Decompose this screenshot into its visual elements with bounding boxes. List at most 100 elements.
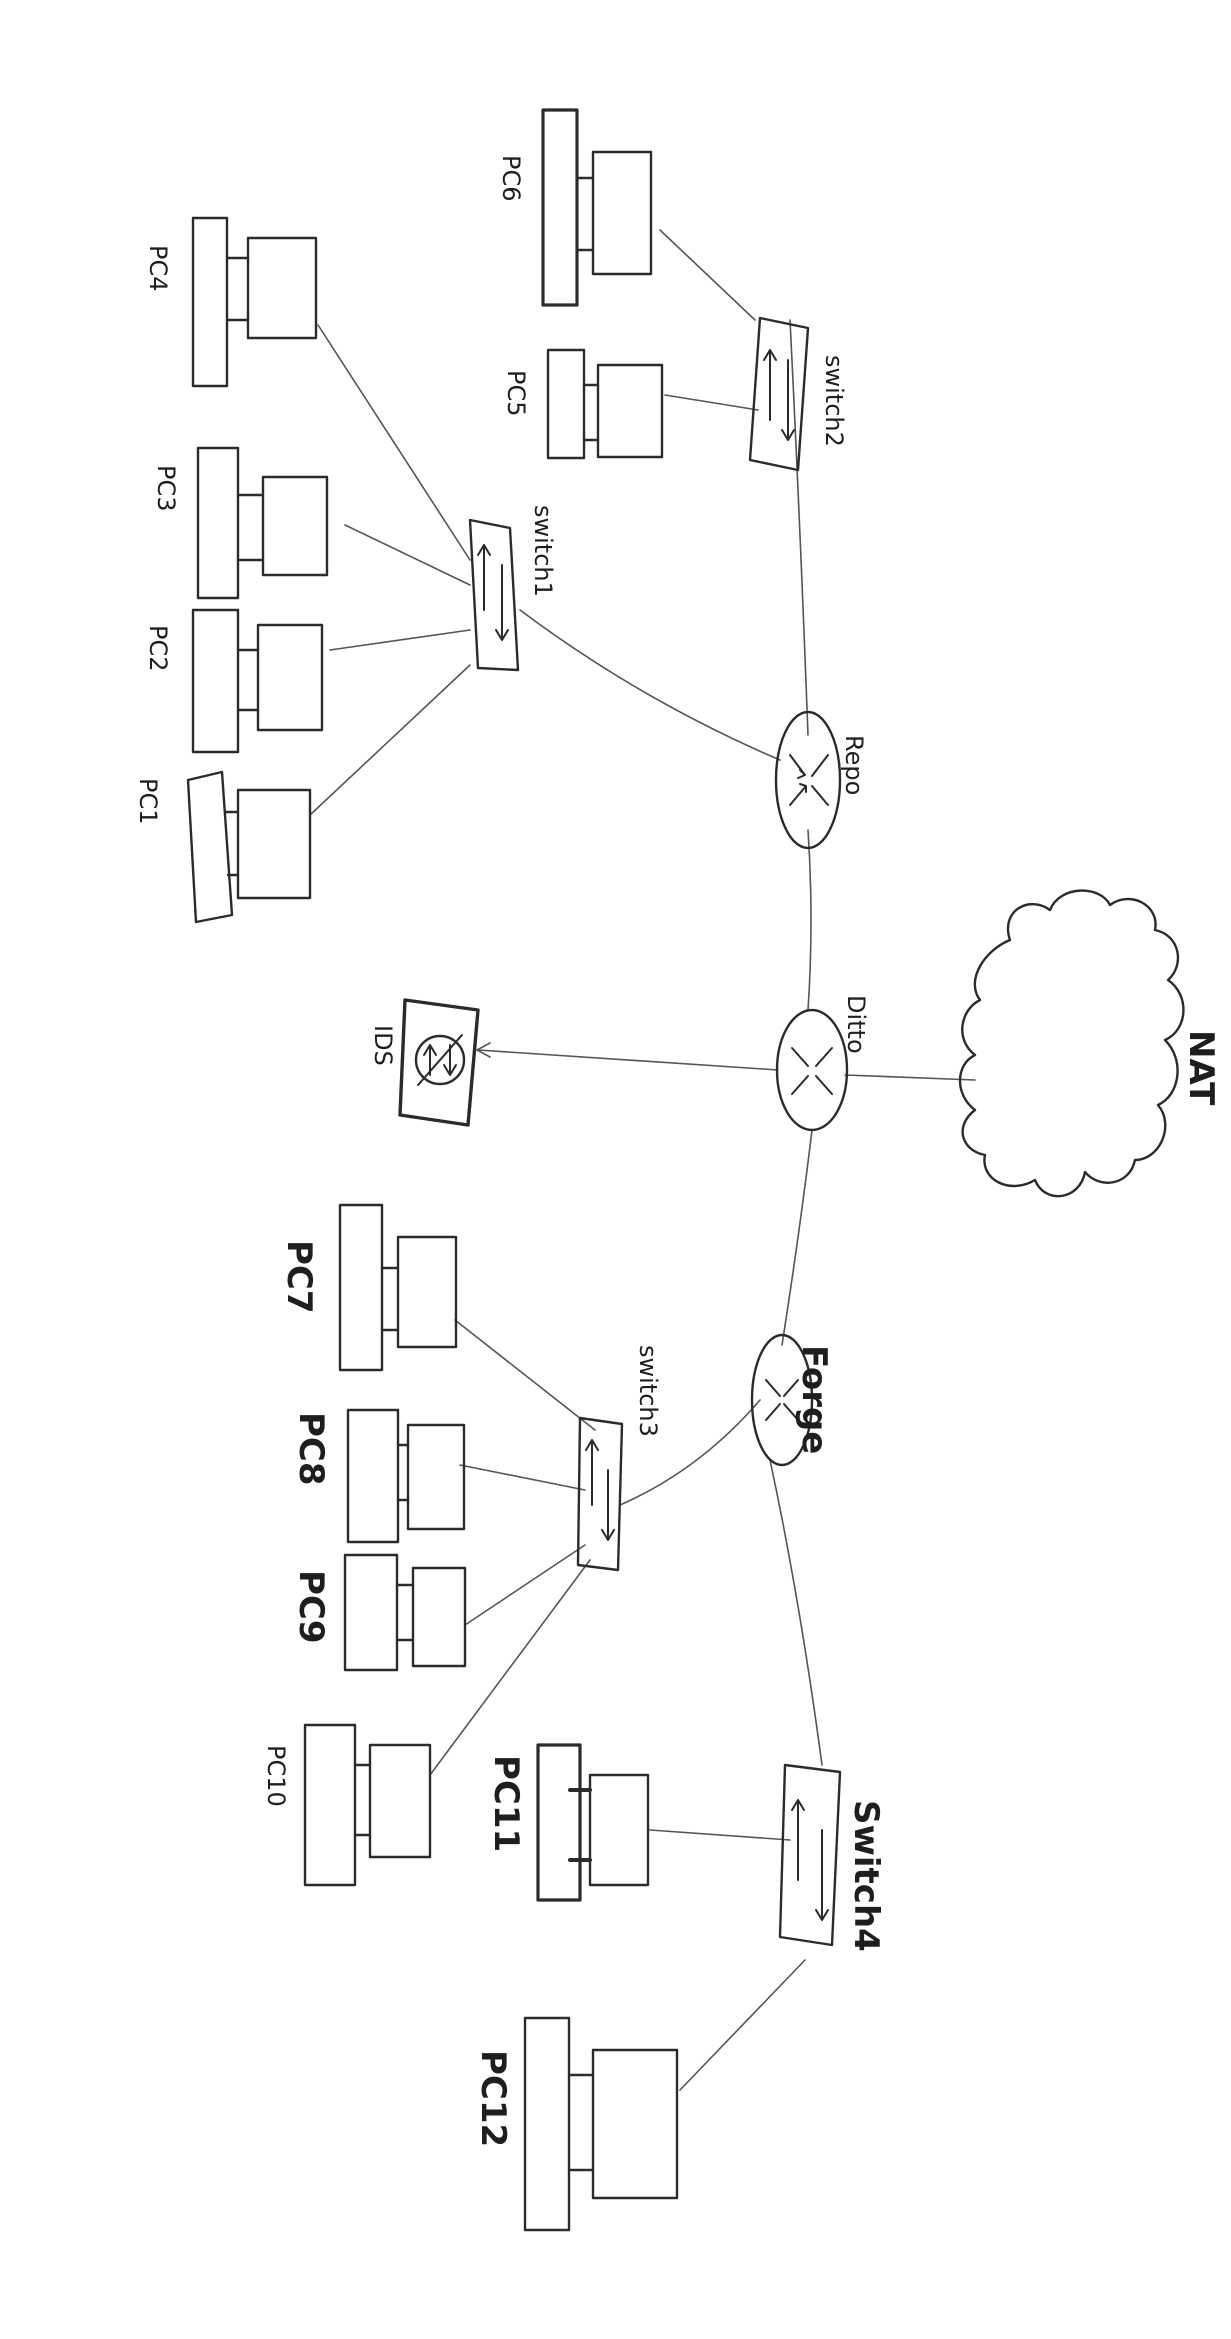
pc7-monitor bbox=[396, 1235, 458, 1349]
pc1-monitor bbox=[236, 788, 312, 900]
switch2[interactable]: switch2 bbox=[748, 316, 848, 472]
pc3[interactable]: PC3 bbox=[152, 446, 329, 600]
nat-label: NAT bbox=[1181, 1030, 1221, 1106]
switch3-arrow-down bbox=[601, 1469, 615, 1541]
switch1[interactable]: switch1 bbox=[468, 505, 557, 672]
link-ids-arrowhead bbox=[475, 1042, 491, 1058]
pc4[interactable]: PC4 bbox=[144, 216, 318, 388]
pc7-tower bbox=[338, 1203, 384, 1372]
pc5-label: PC5 bbox=[502, 370, 530, 417]
repo-label: Repo bbox=[840, 735, 868, 795]
switch3-label: switch3 bbox=[634, 1345, 662, 1437]
switch3[interactable]: switch3 bbox=[576, 1345, 662, 1572]
router-forge[interactable]: Forge bbox=[750, 1333, 834, 1467]
link-ditto-cloud bbox=[844, 1074, 976, 1081]
pc1[interactable]: PC1 bbox=[134, 770, 312, 924]
link-pc5-switch2 bbox=[664, 394, 759, 411]
link-pc9-switch3 bbox=[464, 1544, 586, 1626]
pc9-tower bbox=[343, 1553, 399, 1672]
pc2[interactable]: PC2 bbox=[144, 608, 324, 754]
pc10-monitor bbox=[368, 1743, 432, 1859]
ids[interactable]: IDS bbox=[369, 998, 480, 1127]
link-switch3-forge bbox=[619, 1399, 761, 1506]
pc9-label: PC9 bbox=[291, 1570, 331, 1644]
forge-body bbox=[750, 1333, 814, 1467]
pc4-label: PC4 bbox=[144, 245, 172, 292]
pc4-monitor bbox=[246, 236, 318, 340]
router-ditto[interactable]: Ditto bbox=[775, 995, 870, 1132]
switch2-body bbox=[748, 316, 810, 472]
switch1-arrow-down bbox=[495, 564, 509, 641]
link-pc2-switch1 bbox=[329, 629, 471, 651]
switch4-body bbox=[778, 1763, 842, 1947]
link-ditto-forge bbox=[781, 1129, 813, 1346]
pc12[interactable]: PC12 bbox=[473, 2016, 679, 2232]
switch4-arrow-down bbox=[815, 1829, 829, 1921]
link-switch1-repo bbox=[519, 609, 781, 761]
pc8-monitor bbox=[406, 1423, 466, 1531]
pc6-tower bbox=[541, 108, 579, 307]
pc11[interactable]: PC11 bbox=[486, 1743, 650, 1902]
link-repo-ditto bbox=[807, 829, 812, 1011]
pc10-tower bbox=[303, 1723, 357, 1887]
switch3-arrow-up bbox=[585, 1439, 599, 1506]
ids-circle bbox=[414, 1034, 466, 1086]
link-pc8-switch3 bbox=[459, 1464, 586, 1491]
switch2-arrow-down bbox=[781, 359, 795, 441]
link-pc7-switch3 bbox=[454, 1319, 596, 1431]
switch3-body bbox=[576, 1416, 624, 1572]
switch2-arrow-up bbox=[763, 349, 777, 421]
pc10-label: PC10 bbox=[262, 1745, 290, 1807]
switch4-arrow-up bbox=[791, 1799, 805, 1881]
ids-label: IDS bbox=[369, 1025, 397, 1066]
pc6[interactable]: PC6 bbox=[497, 108, 653, 307]
switch1-arrow-up bbox=[477, 544, 491, 611]
pc10[interactable]: PC10 bbox=[262, 1723, 432, 1887]
pc5-tower bbox=[546, 348, 586, 460]
cloud-shape bbox=[958, 889, 1185, 1198]
ditto-body bbox=[775, 1008, 849, 1132]
pc9[interactable]: PC9 bbox=[291, 1553, 467, 1672]
pc11-tower bbox=[536, 1743, 582, 1902]
switch4[interactable]: Switch4 bbox=[778, 1763, 886, 1952]
pc2-tower bbox=[191, 608, 240, 754]
pc8-label: PC8 bbox=[291, 1412, 331, 1486]
pc8-tower bbox=[346, 1408, 400, 1544]
pc3-label: PC3 bbox=[152, 465, 180, 512]
pc2-monitor bbox=[256, 623, 324, 732]
pc2-label: PC2 bbox=[144, 625, 172, 672]
link-switch2-repo bbox=[789, 319, 809, 736]
link-pc10-switch3 bbox=[429, 1559, 591, 1776]
link-pc6-switch2 bbox=[659, 229, 756, 321]
pc4-tower bbox=[191, 216, 229, 388]
pc5[interactable]: PC5 bbox=[502, 348, 664, 460]
pc12-monitor bbox=[591, 2048, 679, 2200]
pc7-label: PC7 bbox=[279, 1240, 319, 1314]
link-pc1-switch1 bbox=[309, 664, 471, 816]
switch2-label: switch2 bbox=[820, 355, 848, 447]
switch1-label: switch1 bbox=[529, 505, 557, 597]
pc7[interactable]: PC7 bbox=[279, 1203, 458, 1372]
pc12-tower bbox=[523, 2016, 571, 2232]
pc12-label: PC12 bbox=[473, 2050, 513, 2147]
links bbox=[309, 229, 976, 2091]
pc11-label: PC11 bbox=[486, 1755, 526, 1852]
repo-body bbox=[774, 710, 842, 850]
link-pc11-switch4 bbox=[649, 1829, 791, 1841]
nat-cloud[interactable]: NAT bbox=[958, 889, 1221, 1198]
pc1-label: PC1 bbox=[134, 778, 162, 825]
link-ditto-ids bbox=[477, 1049, 779, 1071]
ditto-label: Ditto bbox=[842, 995, 870, 1054]
pc11-monitor bbox=[588, 1773, 650, 1887]
switch4-label: Switch4 bbox=[846, 1800, 886, 1952]
link-forge-switch4 bbox=[769, 1459, 823, 1766]
pc9-monitor bbox=[411, 1566, 467, 1668]
forge-label: Forge bbox=[794, 1345, 834, 1454]
router-repo[interactable]: Repo bbox=[774, 710, 868, 850]
pc6-label: PC6 bbox=[497, 155, 525, 202]
pc1-tower bbox=[186, 770, 234, 924]
link-pc12-switch4 bbox=[679, 1959, 806, 2091]
link-pc4-switch1 bbox=[317, 324, 471, 561]
pc5-monitor bbox=[596, 363, 664, 459]
pc8[interactable]: PC8 bbox=[291, 1408, 466, 1544]
